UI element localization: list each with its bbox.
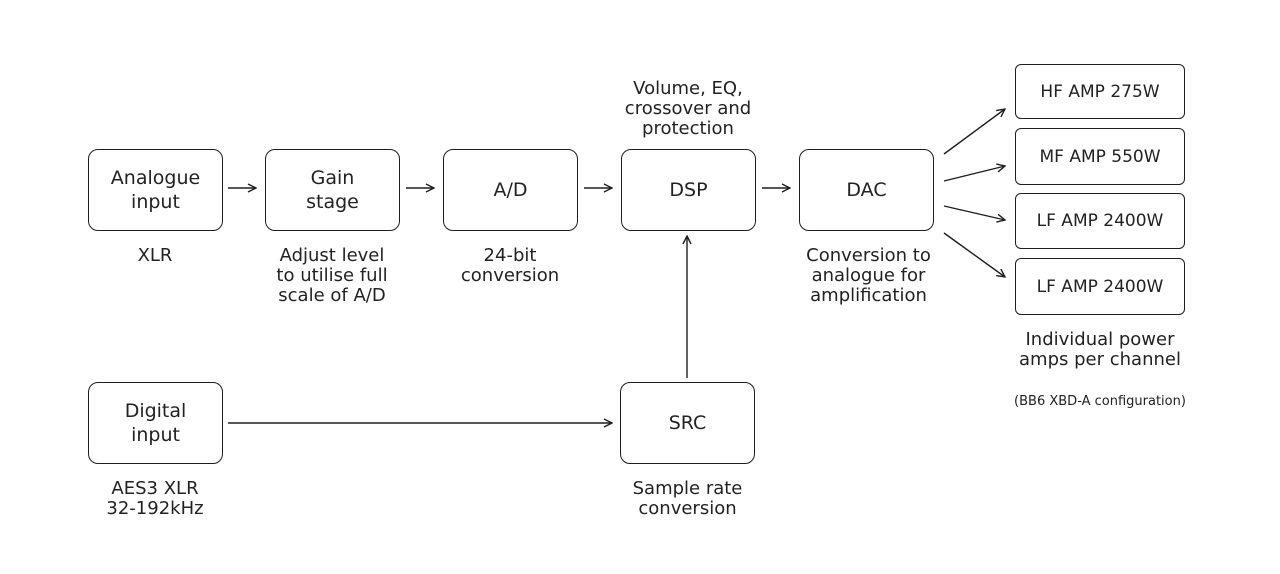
gain-stage-label: Gain stage [306,167,359,213]
lf-amp-2-label: LF AMP 2400W [1036,276,1164,297]
dac-block: DAC [799,149,934,231]
hf-amp-block: HF AMP 275W [1015,64,1185,119]
ad-label: A/D [493,179,528,201]
dsp-block: DSP [621,149,756,231]
analogue-input-caption: XLR [137,245,173,266]
lf-amp-block-2: LF AMP 2400W [1015,258,1185,315]
digital-input-block: Digital input [88,382,223,464]
dac-label: DAC [846,179,887,201]
arrow-dac-to-lf-amp-2 [943,232,1005,277]
lf-amp-block-1: LF AMP 2400W [1015,193,1185,249]
src-block: SRC [620,382,755,464]
ad-block: A/D [443,149,578,231]
ad-caption: 24-bit conversion [460,245,560,286]
gain-stage-block: Gain stage [265,149,400,231]
dsp-caption: Volume, EQ, crossover and protection [624,78,752,139]
configuration-note: (BB6 XBD-A configuration) [1014,394,1186,409]
dsp-label: DSP [669,179,708,201]
arrow-dac-to-lf-amp-1 [943,205,1005,220]
mf-amp-block: MF AMP 550W [1015,128,1185,185]
analogue-input-block: Analogue input [88,149,223,231]
gain-stage-caption: Adjust level to utilise full scale of A/… [276,245,388,306]
arrow-dac-to-mf-amp [943,166,1005,182]
src-caption: Sample rate conversion [632,478,743,519]
arrow-dac-to-hf-amp [943,109,1005,155]
amps-caption: Individual power amps per channel [1019,329,1181,370]
analogue-input-label: Analogue input [110,167,201,213]
lf-amp-1-label: LF AMP 2400W [1036,211,1164,231]
src-label: SRC [668,412,707,434]
hf-amp-label: HF AMP 275W [1040,81,1160,102]
digital-input-caption: AES3 XLR 32-192kHz [106,478,204,519]
dac-caption: Conversion to analogue for amplification [806,245,931,306]
mf-amp-label: MF AMP 550W [1039,146,1161,167]
digital-input-label: Digital input [124,400,187,446]
